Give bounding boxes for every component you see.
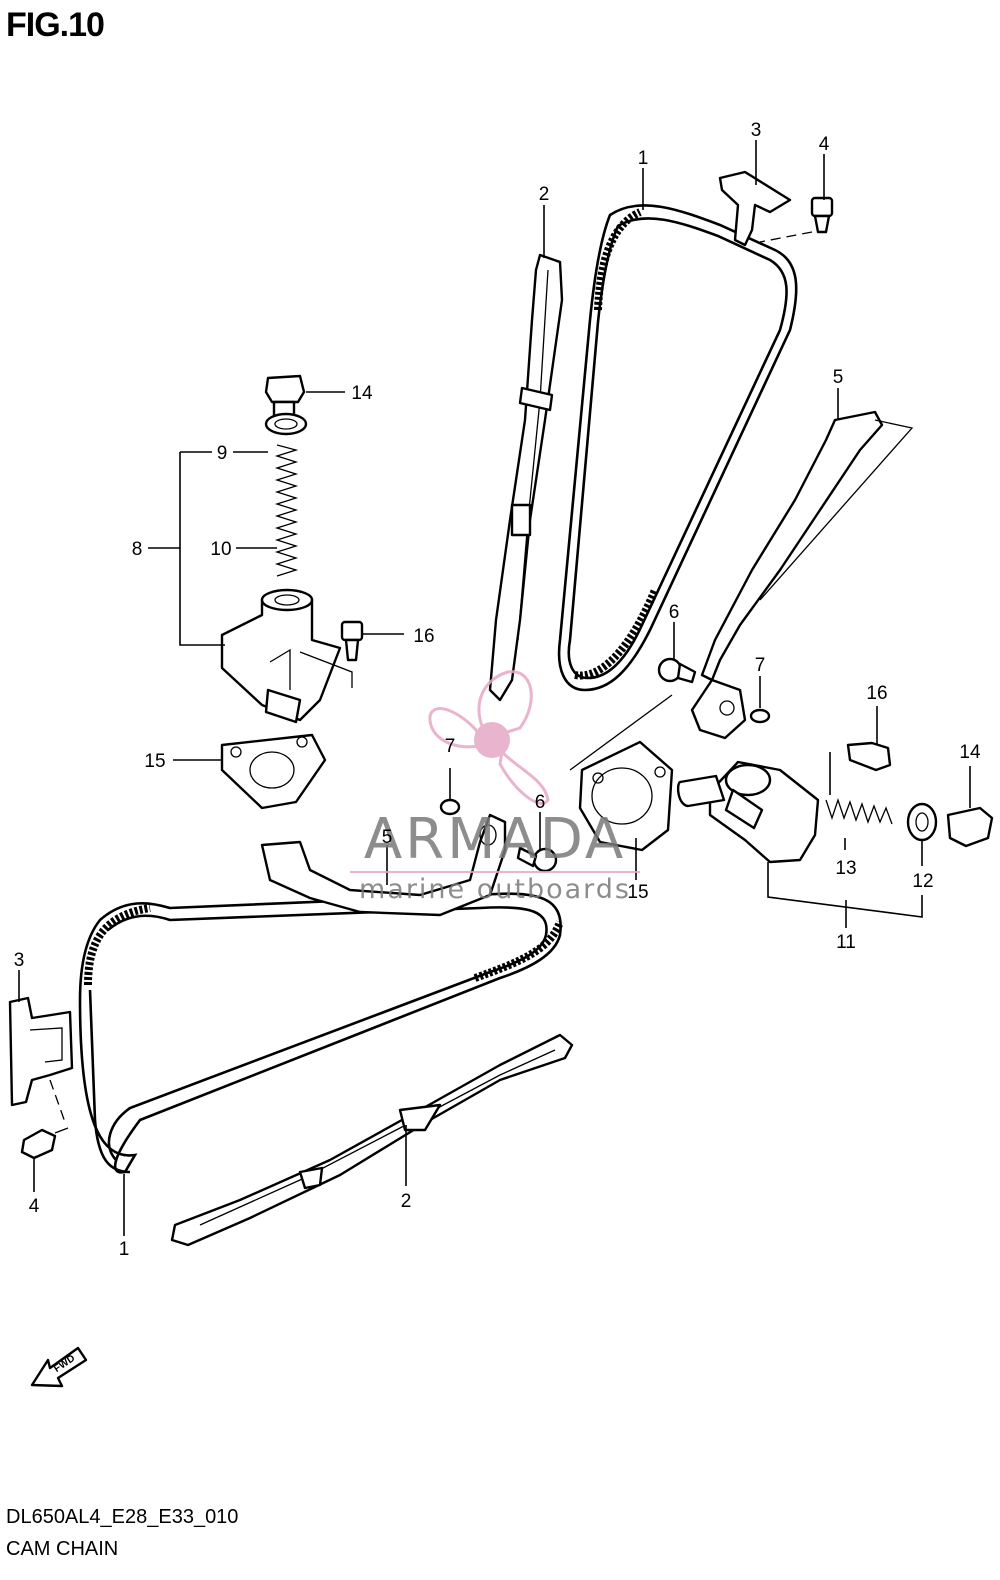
callouts: 2 1 3 4 14 9 8 10 16 15 5 6 7 16 14 7 6 … [14,120,981,1260]
callout-1-top: 1 [638,148,649,169]
callout-8: 8 [132,539,143,560]
callout-6-mid: 6 [535,792,546,813]
upper-chain-guide-plate [718,170,792,247]
lower-bolt-4 [20,1079,69,1160]
lower-chain-guide-plate [8,996,74,1107]
diagram-subtitle: CAM CHAIN [6,1538,119,1560]
figure-title: FIG.10 [6,6,105,44]
callout-14-right: 14 [959,742,981,763]
callout-6-right: 6 [669,602,680,623]
watermark-logo [428,670,550,805]
upper-tensioner-guide [690,410,914,740]
watermark-tagline: marine outboards [359,874,631,905]
watermark: ARMADA marine outboards [350,670,640,905]
callout-13: 13 [835,858,856,879]
left-leader-lines [148,391,404,761]
callout-16-right: 16 [866,683,887,704]
lower-tensioner-guide [260,813,507,917]
callout-3-top: 3 [751,120,762,141]
lower-chain-guide [170,1033,574,1247]
watermark-brand: ARMADA [364,807,626,872]
washer-7-right [749,708,771,724]
callout-14-left: 14 [351,383,373,404]
lower-cam-chain [78,892,564,1174]
callout-9: 9 [217,443,228,464]
callout-12: 12 [912,871,933,892]
upper-chain-guide [488,253,564,702]
left-tensioner-assembly [220,374,364,810]
callout-2-bottom: 2 [401,1191,412,1212]
callout-11: 11 [836,932,856,953]
callout-4-top: 4 [819,134,830,155]
callout-2-top: 2 [539,184,550,205]
lower-leader-lines [18,140,839,1236]
callout-4-bottom: 4 [29,1196,40,1217]
guide-bolt-6-right [657,657,697,684]
fwd-arrow: FWD [30,1346,88,1388]
callout-15-left: 15 [144,751,165,772]
callout-1-bottom: 1 [119,1239,130,1260]
callout-7-right: 7 [755,655,766,676]
callout-7-mid: 7 [445,736,456,757]
callout-3-bottom: 3 [14,950,25,971]
callout-15-mid: 15 [627,882,648,903]
callout-16-left: 16 [413,626,434,647]
right-leader-lines [767,706,971,928]
upper-bolt-4 [759,196,834,243]
callout-5-mid: 5 [382,827,393,848]
callout-10: 10 [210,539,231,560]
right-tensioner-assembly [569,694,994,864]
diagram-code: DL650AL4_E28_E33_010 [6,1506,239,1528]
upper-cam-chain [557,204,798,692]
callout-5-right: 5 [833,367,844,388]
